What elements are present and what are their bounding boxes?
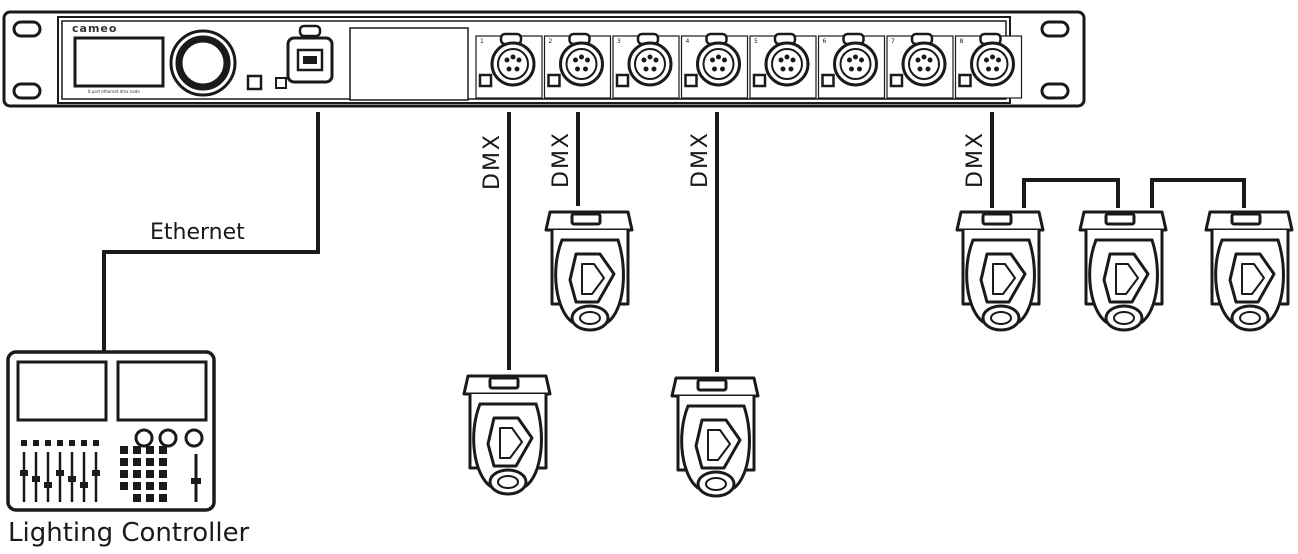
keypad-key (146, 482, 154, 490)
fader-bank (20, 440, 100, 502)
moving-head-fixture (670, 376, 760, 498)
dmx-label: DMX (480, 133, 505, 190)
dmx-label: DMX (963, 131, 988, 188)
keypad-key (159, 494, 167, 502)
ethernet-port (275, 24, 334, 89)
keypad-key (146, 458, 154, 466)
controller-label: Lighting Controller (8, 518, 250, 548)
menu-button (246, 74, 263, 91)
channel-fader (68, 440, 76, 502)
display-screen (73, 36, 165, 88)
port-button (478, 73, 493, 88)
right-rack-ear (1040, 20, 1070, 100)
dmx-port: 6 (817, 32, 886, 99)
port-number: 2 (549, 38, 553, 45)
rack-unit: 1 2 3 4 5 6 7 8 (2, 10, 1086, 108)
port-number: 6 (823, 38, 827, 45)
port-button (889, 73, 904, 88)
keypad-key (120, 470, 128, 478)
dmx-daisy-chain-1 (1022, 178, 1120, 208)
ethernet-cable (102, 112, 320, 356)
keypad-key (133, 482, 141, 490)
lighting-controller (6, 350, 216, 512)
dmx-port: 4 (680, 32, 749, 99)
port-button (958, 73, 972, 88)
cables (102, 112, 1246, 372)
port-button (752, 73, 767, 88)
blank-panel (349, 27, 469, 101)
dmx-label: DMX (688, 131, 713, 188)
dmx-port: 1 (475, 32, 543, 99)
device-subtitle: 8 port ethernet dmx node (88, 89, 140, 94)
port-button (547, 73, 561, 88)
moving-head-fixture (955, 210, 1045, 332)
dmx-port: 2 (543, 32, 612, 99)
dmx-port-group: 1 2 3 4 5 6 7 8 (475, 32, 1023, 99)
keypad-key (146, 446, 154, 454)
dmx-port: 5 (749, 32, 817, 99)
keypad-key (120, 446, 128, 454)
port-number: 1 (480, 38, 484, 45)
moving-head-fixture (544, 210, 634, 332)
channel-fader (20, 440, 28, 502)
channel-fader (32, 440, 40, 502)
port-number: 5 (754, 38, 758, 45)
keypad-key (133, 446, 141, 454)
keypad-key (159, 446, 167, 454)
channel-fader (92, 440, 100, 502)
keypad-key (120, 482, 128, 490)
keypad-key (159, 470, 167, 478)
dmx-port: 7 (886, 32, 954, 99)
keypad-key (146, 470, 154, 478)
ethernet-label: Ethernet (150, 220, 245, 245)
keypad-key (120, 458, 128, 466)
keypad-key (133, 470, 141, 478)
controller-screen-left (16, 360, 108, 422)
keypad-key (146, 494, 154, 502)
dmx-port: 3 (612, 32, 680, 99)
encoder (158, 428, 178, 448)
controller-screen-right (116, 360, 208, 422)
encoder (134, 428, 154, 448)
dmx-port: 8 (954, 32, 1023, 99)
dmx-daisy-chain-2 (1150, 178, 1246, 208)
channel-fader (44, 440, 52, 502)
port-button (684, 73, 698, 88)
moving-head-fixture (1078, 210, 1168, 332)
port-number: 3 (617, 38, 621, 45)
port-number: 7 (891, 38, 895, 45)
keypad-key (159, 482, 167, 490)
moving-head-fixture (462, 374, 552, 496)
encoder (184, 428, 204, 448)
keypad (120, 446, 167, 502)
keypad-key (133, 458, 141, 466)
left-rack-ear (12, 20, 42, 100)
dmx-label: DMX (549, 131, 574, 188)
port-button (821, 73, 835, 88)
moving-head-fixture (1204, 210, 1294, 332)
port-button (615, 73, 630, 88)
port-number: 8 (960, 38, 964, 45)
control-knob (169, 29, 237, 97)
channel-fader (56, 440, 64, 502)
channel-fader (80, 440, 88, 502)
keypad-key (159, 458, 167, 466)
brand-logo: cameo (72, 22, 118, 35)
port-number: 4 (686, 38, 690, 45)
keypad-key (133, 494, 141, 502)
